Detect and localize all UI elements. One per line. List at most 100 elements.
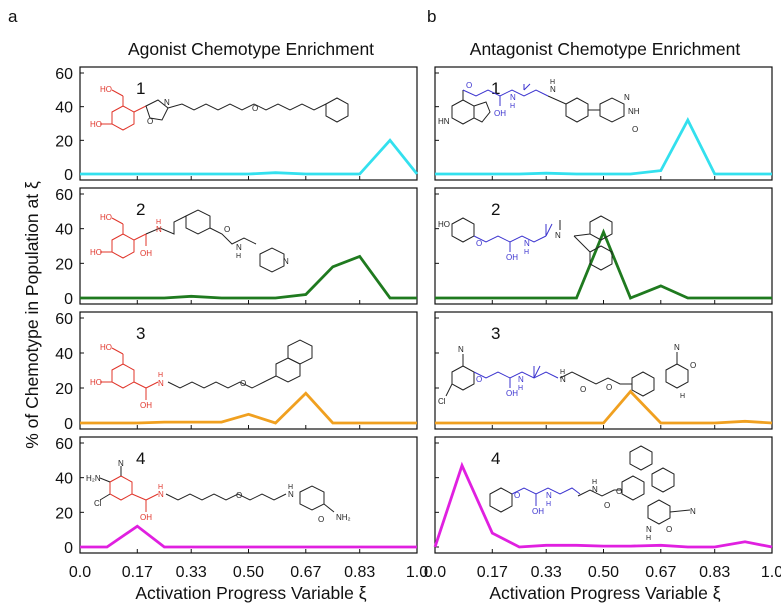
- chem-a1-label-4: O: [252, 104, 258, 113]
- chemotype-structure-agonist-2: HO HO N H OH N H O N: [90, 209, 289, 273]
- chem-a1-label-0: HO: [100, 85, 112, 94]
- antagonist-xtick-label-1: 0.17: [477, 564, 508, 581]
- chem-a4-label-10: O: [318, 515, 324, 524]
- chem-b3-label-12: H: [680, 393, 685, 400]
- antagonist-row-label-2: 2: [491, 200, 500, 219]
- antagonist-xtick-label-5: 0.83: [699, 564, 730, 581]
- agonist-row-label-2: 2: [136, 200, 145, 219]
- chem-a3-label-2: N: [158, 379, 164, 388]
- antagonist-row-2-frame: [434, 187, 773, 305]
- row-2-ytick-label-1: 20: [55, 256, 73, 273]
- chem-a3-label-3: H: [158, 372, 163, 379]
- chem-b1-label-4: H: [510, 103, 515, 110]
- chem-b1-label-8: NH: [628, 107, 640, 116]
- chem-b1-label-2: OH: [494, 109, 506, 118]
- antagonist-row-label-1: 1: [491, 79, 500, 98]
- chem-b4-label-9: H: [646, 535, 651, 542]
- x-axis-label-right: Activation Progress Variable ξ: [489, 583, 720, 603]
- chem-a3-label-4: OH: [140, 401, 152, 410]
- chem-b1-label-3: N: [510, 93, 516, 102]
- chem-b4-label-3: H: [546, 501, 551, 508]
- antagonist-series-line-3: [435, 389, 773, 425]
- chem-b1-label-7: N: [624, 93, 630, 102]
- chem-a2-label-0: HO: [100, 213, 112, 222]
- row-1-ytick-label-1: 20: [55, 133, 73, 150]
- row-1-ytick-label-0: 0: [64, 167, 73, 184]
- antagonist-xtick-label-6: 1.0: [761, 564, 781, 581]
- agonist-row-2-frame: [79, 187, 418, 305]
- chem-a4-label-8: H: [288, 484, 293, 491]
- chem-a4-label-4: H: [158, 484, 163, 491]
- antagonist-series-line-1: [435, 117, 772, 176]
- agonist-xtick-label-1: 0.17: [122, 564, 153, 581]
- chem-a2-label-8: N: [283, 257, 289, 266]
- antagonist-row-label-4: 4: [491, 449, 500, 468]
- chem-b1-label-0: HN: [438, 117, 450, 126]
- chem-a4-label-7: N: [288, 490, 294, 499]
- chem-a1-label-1: HO: [90, 120, 102, 129]
- agonist-row-1-frame: [79, 66, 418, 181]
- chem-a4-label-2: Cl: [94, 499, 102, 508]
- chem-b2-label-5: N: [555, 231, 561, 240]
- agonist-xtick-label-2: 0.33: [176, 564, 207, 581]
- chem-b3-label-6: N: [560, 375, 566, 384]
- chem-b3-label-3: OH: [506, 389, 518, 398]
- chem-b4-label-4: N: [592, 485, 598, 494]
- chem-a2-label-7: O: [224, 225, 230, 234]
- chem-a2-label-1: HO: [90, 248, 102, 257]
- antagonist-series-line-4: [433, 461, 773, 549]
- row-3-ytick-label-3: 60: [55, 311, 73, 328]
- agonist-xtick-label-3: 0.50: [233, 564, 264, 581]
- chem-b4-label-11: O: [666, 525, 672, 534]
- agonist-xtick-label-4: 0.67: [290, 564, 321, 581]
- chem-b1-label-1: O: [466, 81, 472, 90]
- chem-b4-label-10: N: [690, 507, 696, 516]
- antagonist-xtick-label-2: 0.33: [531, 564, 562, 581]
- chem-b4-label-0: O: [514, 491, 520, 500]
- agonist-series-line-1: [80, 138, 419, 176]
- row-2-ytick-label-2: 40: [55, 222, 73, 239]
- chemotype-structure-antagonist-1: HN O OH N H N H N NH O: [438, 79, 640, 134]
- chem-b2-label-2: OH: [506, 253, 518, 262]
- panel-title-agonist: Agonist Chemotype Enrichment: [128, 39, 374, 59]
- chem-b1-label-5: N: [550, 85, 556, 94]
- chem-a2-label-6: H: [236, 253, 241, 260]
- chemotype-structure-agonist-4: N H₂N Cl N H OH O N H NH₂ O: [86, 459, 351, 524]
- antagonist-xtick-label-3: 0.50: [588, 564, 619, 581]
- chem-b3-label-8: O: [580, 385, 586, 394]
- chem-b2-label-1: O: [476, 239, 482, 248]
- chem-a4-label-9: NH₂: [336, 513, 351, 522]
- chem-b4-label-5: H: [592, 479, 597, 486]
- chemotype-structure-agonist-3: HO HO N H OH O: [90, 339, 313, 410]
- row-4-ytick-label-0: 0: [64, 540, 73, 557]
- chem-b3-label-11: O: [690, 361, 696, 370]
- chem-b3-label-4: N: [518, 375, 524, 384]
- chem-a1-label-3: N: [164, 98, 170, 107]
- chem-a2-label-2: N: [156, 225, 162, 234]
- chemotype-structure-antagonist-4: O OH N H N H O O N H N O: [489, 445, 696, 542]
- chem-b2-label-4: H: [524, 249, 529, 256]
- chem-a4-label-3: N: [158, 490, 164, 499]
- chem-a4-label-5: OH: [140, 513, 152, 522]
- chem-b1-label-6: H: [550, 79, 555, 86]
- agonist-row-label-4: 4: [136, 449, 145, 468]
- agonist-row-label-3: 3: [136, 324, 145, 343]
- panel-letter-a: a: [8, 7, 18, 26]
- chem-b4-label-1: OH: [532, 507, 544, 516]
- row-4-ytick-label-2: 40: [55, 471, 73, 488]
- agonist-xtick-label-0: 0.0: [69, 564, 91, 581]
- panel-letter-b: b: [427, 7, 436, 26]
- row-3-ytick-label-1: 20: [55, 381, 73, 398]
- chem-b3-label-10: N: [674, 343, 680, 352]
- chem-a2-label-3: H: [156, 219, 161, 226]
- chem-a3-label-1: HO: [90, 378, 102, 387]
- agonist-xtick-label-5: 0.83: [344, 564, 375, 581]
- antagonist-row-1-frame: [434, 66, 773, 181]
- chem-b2-label-0: HO: [438, 220, 450, 229]
- agonist-row-label-1: 1: [136, 79, 145, 98]
- row-2-ytick-label-0: 0: [64, 291, 73, 308]
- chem-b2-label-3: N: [524, 239, 530, 248]
- chemotype-structure-antagonist-3: N Cl O OH N H N H O O N O H: [438, 343, 696, 406]
- chem-b4-label-7: O: [616, 487, 622, 496]
